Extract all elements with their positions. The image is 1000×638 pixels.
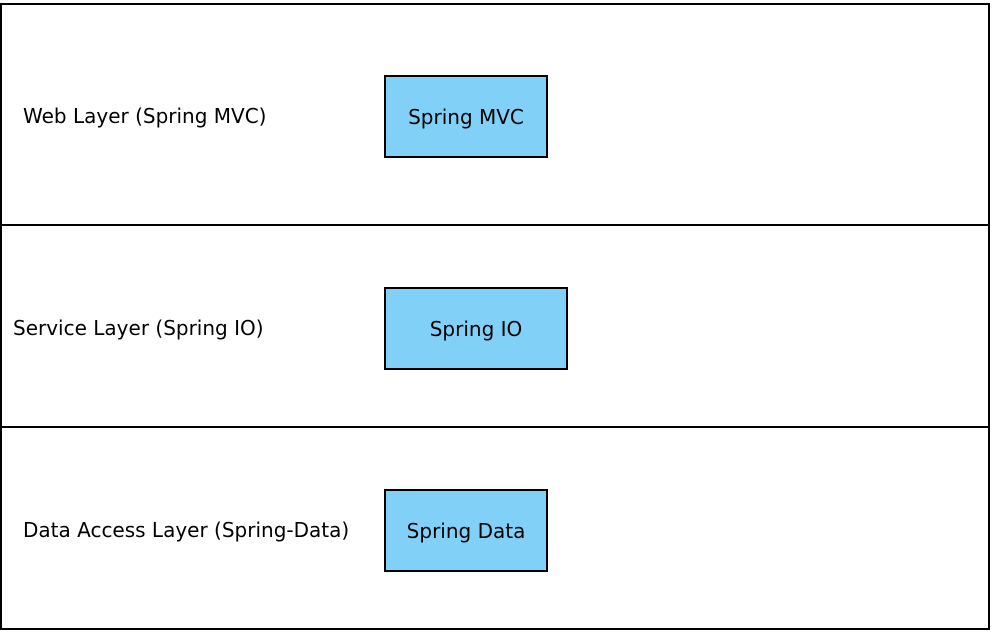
web-layer-label: Web Layer (Spring MVC)	[23, 104, 267, 128]
spring-io-box: Spring IO	[384, 287, 568, 370]
spring-io-label: Spring IO	[429, 316, 523, 341]
service-layer: Service Layer (Spring IO) Spring IO	[0, 224, 990, 430]
data-access-layer: Data Access Layer (Spring-Data) Spring D…	[0, 426, 990, 630]
data-access-layer-label: Data Access Layer (Spring-Data)	[23, 518, 350, 542]
spring-data-box: Spring Data	[384, 489, 548, 572]
spring-mvc-label: Spring MVC	[408, 104, 524, 129]
web-layer: Web Layer (Spring MVC) Spring MVC	[0, 3, 990, 227]
spring-data-label: Spring Data	[406, 518, 526, 543]
service-layer-label: Service Layer (Spring IO)	[13, 316, 264, 340]
spring-mvc-box: Spring MVC	[384, 75, 548, 158]
